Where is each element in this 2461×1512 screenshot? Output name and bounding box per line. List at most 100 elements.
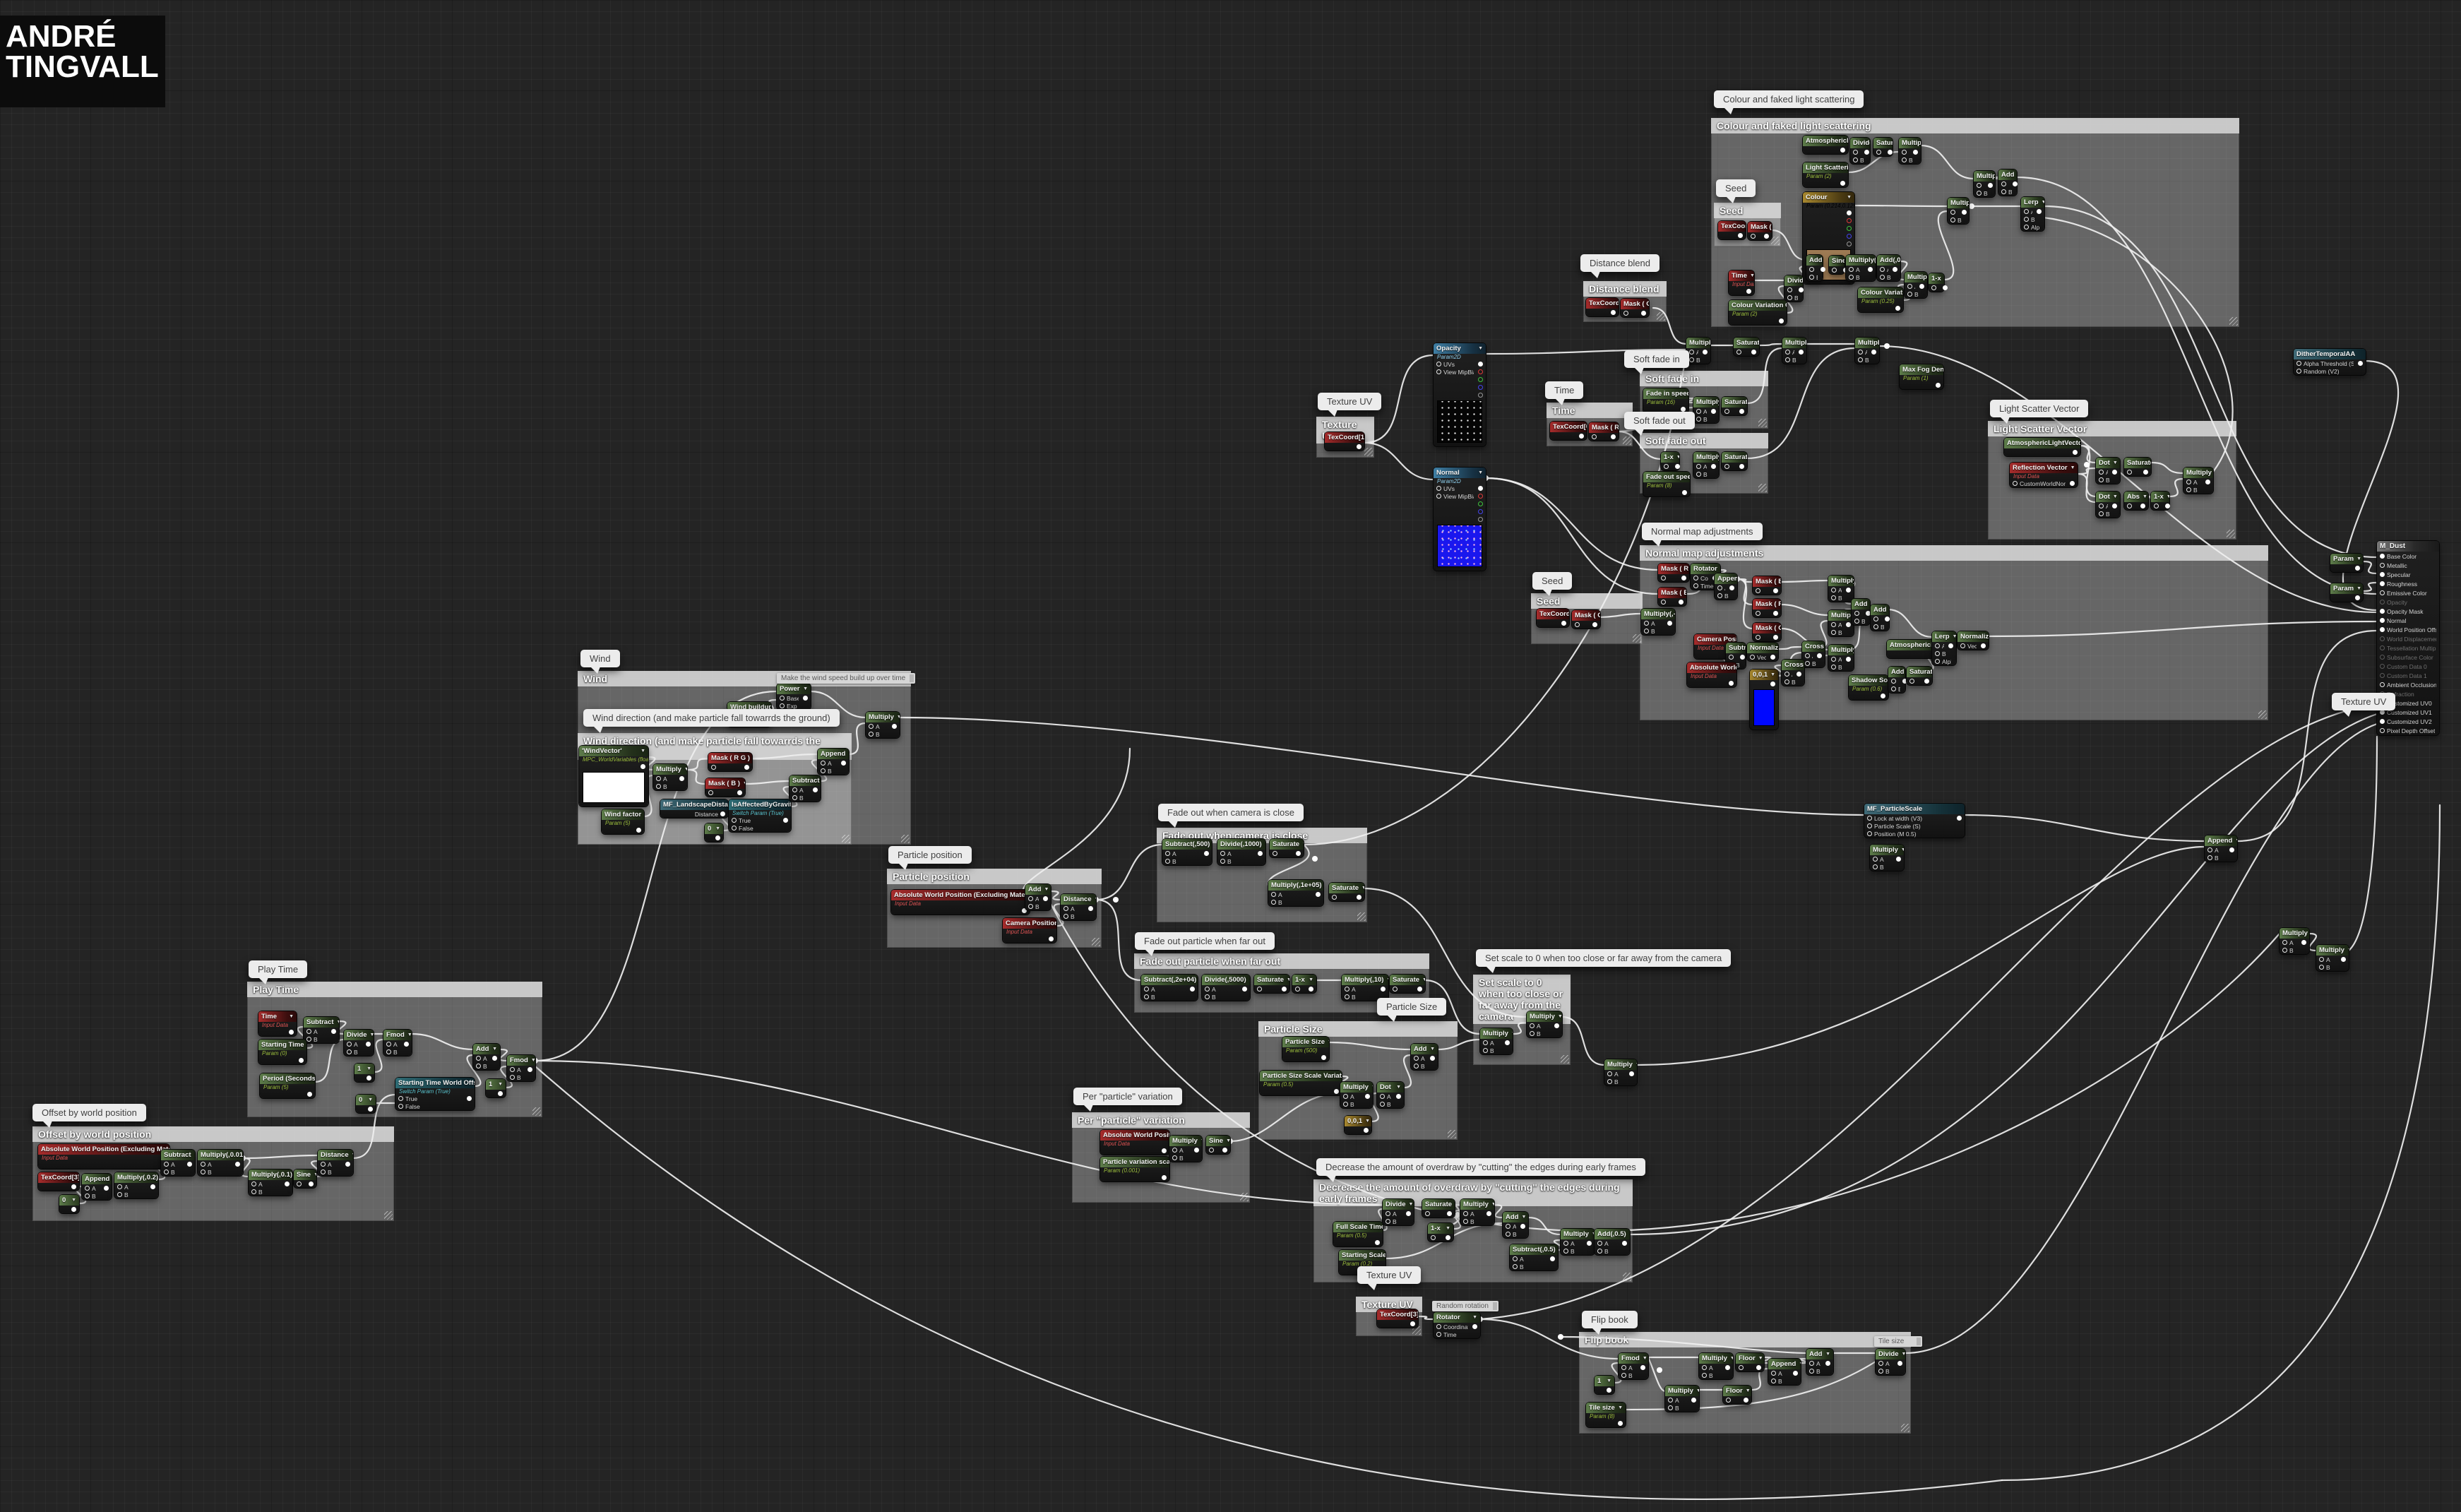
pin-in[interactable] bbox=[1436, 486, 1441, 491]
pin-in[interactable] bbox=[1689, 350, 1694, 355]
pin-in[interactable] bbox=[510, 1067, 515, 1072]
node-header[interactable]: Divide▼ bbox=[1383, 1199, 1414, 1210]
node-header[interactable]: Multiply▼ bbox=[1561, 1229, 1595, 1239]
node-mask-g[interactable]: Mask ( G )▼ bbox=[1621, 299, 1649, 317]
node-header[interactable]: Multiply▼ bbox=[1693, 397, 1719, 407]
node-header[interactable]: Subtract▼ bbox=[161, 1150, 195, 1160]
node-header[interactable]: Divide▼ bbox=[1876, 1349, 1905, 1359]
pin-out[interactable] bbox=[1430, 1056, 1435, 1061]
node-header[interactable]: Multiply▼ bbox=[866, 712, 900, 722]
chevron-down-icon[interactable]: ▼ bbox=[896, 715, 900, 720]
pin-out[interactable] bbox=[715, 835, 720, 840]
node-multiply-10[interactable]: Multiply(,10)▼AB bbox=[1342, 975, 1388, 1001]
pin-out[interactable] bbox=[1592, 622, 1597, 627]
node-floor[interactable]: Floor▼ bbox=[1736, 1353, 1764, 1371]
node-header[interactable]: 0▼ bbox=[705, 823, 723, 834]
chevron-down-icon[interactable]: ▼ bbox=[352, 1153, 353, 1157]
chevron-down-icon[interactable]: ▼ bbox=[640, 749, 645, 754]
node-multiply[interactable]: Multiply▼AB bbox=[2316, 945, 2349, 971]
node-mask-r-g[interactable]: Mask ( R G )▼ bbox=[1658, 564, 1689, 582]
node-0[interactable]: 0▼ bbox=[59, 1195, 79, 1213]
pin-out[interactable] bbox=[1194, 1148, 1199, 1153]
node-header[interactable]: Shadow Softness▼ bbox=[1849, 675, 1888, 686]
pin-in[interactable] bbox=[2207, 847, 2212, 852]
node-add[interactable]: Add▼AB bbox=[1806, 255, 1825, 281]
pin-out[interactable] bbox=[1988, 183, 1993, 188]
chevron-down-icon[interactable]: ▼ bbox=[1200, 1138, 1202, 1143]
pin-out[interactable] bbox=[2112, 504, 2117, 508]
comment-text-field[interactable]: Make the wind speed build up over time bbox=[777, 673, 916, 684]
node-header[interactable]: Absolute World Position (Excluding Mater… bbox=[38, 1144, 169, 1155]
pin-in[interactable] bbox=[2296, 361, 2301, 366]
node-lerp[interactable]: Lerp▼ABAlpha bbox=[1932, 631, 1956, 665]
node-header[interactable]: Reflection Vector▼ bbox=[2010, 463, 2078, 473]
node-header[interactable]: TexCoord[3]▼ bbox=[1377, 1309, 1418, 1320]
pin-in[interactable] bbox=[1513, 1264, 1518, 1269]
chevron-down-icon[interactable]: ▼ bbox=[2356, 586, 2361, 591]
node-header[interactable]: IsAffectedByGravity▼ bbox=[729, 799, 791, 810]
pin-in[interactable] bbox=[2127, 470, 2132, 475]
node-header[interactable]: AtmosphericLightVector▼ bbox=[1887, 640, 1943, 650]
chevron-down-icon[interactable]: ▼ bbox=[1095, 897, 1096, 902]
pin-out[interactable] bbox=[1162, 1148, 1167, 1153]
pin-out[interactable] bbox=[2341, 957, 2346, 962]
chevron-down-icon[interactable]: ▼ bbox=[1511, 1031, 1513, 1036]
chevron-down-icon[interactable]: ▼ bbox=[1309, 977, 1313, 982]
pin-in[interactable] bbox=[201, 1169, 205, 1174]
pin-in[interactable] bbox=[321, 1162, 326, 1167]
node-mask-g[interactable]: Mask ( G )▼ bbox=[1572, 610, 1600, 629]
node-header[interactable]: Saturate▼ bbox=[1254, 975, 1289, 985]
chevron-down-icon[interactable]: ▼ bbox=[1478, 470, 1483, 475]
node-divide-5000[interactable]: Divide(,5000)▼AB bbox=[1202, 975, 1250, 1001]
node-header[interactable]: Distance▼ bbox=[318, 1150, 353, 1160]
pin-in[interactable] bbox=[1787, 287, 1792, 292]
pin-in[interactable] bbox=[1907, 284, 1912, 289]
node-header[interactable]: Multiply▼ bbox=[1604, 1059, 1637, 1070]
pin-in[interactable] bbox=[1621, 1373, 1626, 1378]
pin-out[interactable] bbox=[2205, 480, 2210, 484]
node-mask-r[interactable]: Mask ( R )▼ bbox=[1589, 422, 1619, 441]
pin-in[interactable] bbox=[1702, 1373, 1707, 1378]
pin-in[interactable] bbox=[1414, 1064, 1419, 1068]
node-mf-landscapedistance[interactable]: MF_LandscapeDistanceDistance bbox=[660, 799, 728, 818]
chevron-down-icon[interactable]: ▼ bbox=[1642, 1356, 1647, 1361]
pin-out[interactable] bbox=[1799, 287, 1804, 292]
pin-in[interactable] bbox=[1873, 864, 1878, 869]
node-header[interactable]: Time▼ bbox=[258, 1011, 297, 1022]
pin-out[interactable] bbox=[1447, 1211, 1452, 1216]
chevron-down-icon[interactable]: ▼ bbox=[1557, 1014, 1562, 1019]
pin-in[interactable] bbox=[1597, 1241, 1602, 1246]
pin-in[interactable] bbox=[1506, 1232, 1510, 1237]
chevron-down-icon[interactable]: ▼ bbox=[1302, 842, 1304, 847]
pin-in[interactable] bbox=[1960, 643, 1965, 648]
node-texcoord-0[interactable]: TexCoord[0]▼ bbox=[1586, 298, 1619, 316]
comment-title[interactable]: Soft fade out bbox=[1640, 433, 1768, 448]
comment-flip-book[interactable]: Flip book bbox=[1579, 1332, 1911, 1434]
pin-out[interactable] bbox=[1242, 987, 1247, 992]
node-header[interactable]: Divide▼ bbox=[1850, 138, 1870, 148]
pin-out[interactable] bbox=[1770, 655, 1775, 660]
chevron-down-icon[interactable]: ▼ bbox=[1825, 1352, 1830, 1357]
pin-in[interactable] bbox=[1702, 1365, 1707, 1370]
node-header[interactable]: Colour Variation Cycle Duration▼ bbox=[1729, 300, 1787, 311]
node-header[interactable]: AtmosphericLightVector▼ bbox=[2004, 438, 2080, 448]
pin-in[interactable] bbox=[1717, 585, 1722, 590]
pin-in[interactable] bbox=[1513, 1256, 1518, 1261]
pin-in[interactable] bbox=[306, 1037, 311, 1042]
pin-in[interactable] bbox=[1832, 268, 1837, 273]
comment-title[interactable]: Flip book bbox=[1579, 1332, 1911, 1347]
chevron-down-icon[interactable]: ▼ bbox=[1607, 1379, 1611, 1383]
pin-out[interactable] bbox=[1919, 284, 1924, 289]
pin-in[interactable] bbox=[732, 818, 737, 823]
pin-in[interactable] bbox=[1414, 1056, 1419, 1061]
pin-out[interactable] bbox=[1756, 1365, 1761, 1370]
pin-in[interactable] bbox=[1891, 679, 1896, 684]
pin-in-opacity-mask[interactable] bbox=[2380, 609, 2385, 614]
pin-in[interactable] bbox=[1750, 655, 1755, 660]
node-max-fog-density[interactable]: Max Fog Density▼Param (1) bbox=[1900, 364, 1943, 389]
pin-out[interactable] bbox=[1885, 617, 1890, 621]
